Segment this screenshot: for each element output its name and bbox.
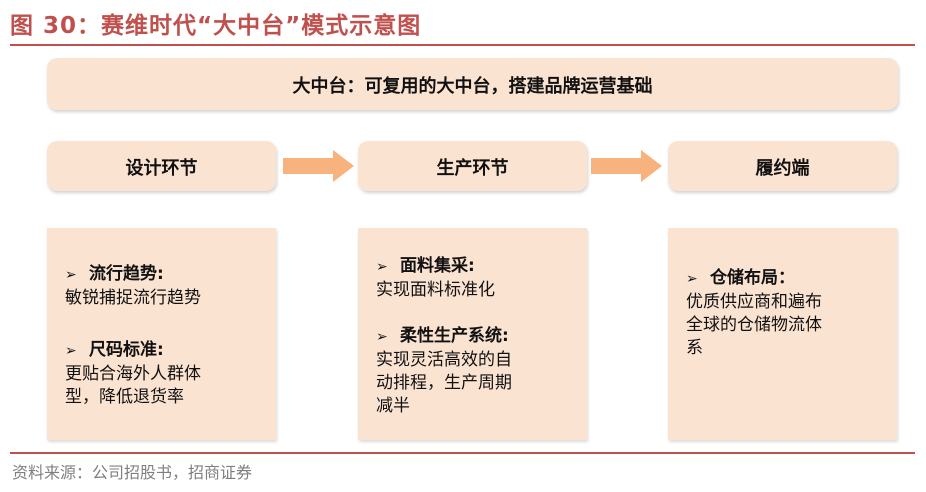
source-rule	[10, 452, 915, 454]
item-heading: 面料集采:	[400, 256, 475, 276]
detail-item: ➢ 仓储布局： 优质供应商和遍布 全球的仓储物流体 系	[686, 266, 889, 360]
item-desc-line: 系	[686, 338, 703, 358]
source-note: 资料来源：公司招股书，招商证券	[12, 463, 253, 482]
item-desc-line: 优质供应商和遍布	[686, 292, 822, 312]
middle-platform-banner: 大中台：可复用的大中台，搭建品牌运营基础	[47, 58, 898, 110]
right-arrow-icon	[283, 150, 354, 182]
figure-title: 图 30：赛维时代“大中台”模式示意图	[10, 13, 422, 39]
bullet-arrow-icon: ➢	[65, 267, 77, 283]
item-desc-line: 减半	[376, 396, 410, 416]
stage-design-label: 设计环节	[125, 158, 198, 179]
title-rule	[10, 44, 915, 46]
fulfillment-details: ➢ 仓储布局： 优质供应商和遍布 全球的仓储物流体 系	[668, 228, 897, 440]
detail-item: ➢ 柔性生产系统: 实现灵活高效的自 动排程，生产周期 减半	[376, 324, 579, 418]
item-desc-line: 实现灵活高效的自	[376, 350, 512, 370]
item-heading: 尺码标准:	[89, 340, 164, 360]
stage-fulfillment: 履约端	[668, 141, 897, 191]
bullet-arrow-icon: ➢	[376, 329, 388, 345]
detail-item: ➢ 尺码标准: 更贴合海外人群体 型，降低退货率	[65, 338, 268, 409]
banner-text: 大中台：可复用的大中台，搭建品牌运营基础	[292, 76, 653, 97]
item-heading: 流行趋势:	[89, 264, 164, 284]
item-desc-line: 型，降低退货率	[65, 387, 184, 407]
stage-fulfillment-label: 履约端	[755, 158, 810, 179]
production-details: ➢ 面料集采: 实现面料标准化 ➢ 柔性生产系统: 实现灵活高效的自 动排程，生产周…	[358, 228, 587, 440]
detail-item: ➢ 面料集采: 实现面料标准化	[376, 254, 579, 302]
item-desc-line: 全球的仓储物流体	[686, 315, 822, 335]
design-details: ➢ 流行趋势: 敏锐捕捉流行趋势 ➢ 尺码标准: 更贴合海外人群体 型，降低退货率	[47, 228, 276, 440]
item-desc-line: 动排程，生产周期	[376, 373, 512, 393]
item-desc-line: 更贴合海外人群体	[65, 364, 201, 384]
item-desc-line: 实现面料标准化	[376, 280, 495, 300]
bullet-arrow-icon: ➢	[686, 271, 698, 287]
item-heading: 柔性生产系统:	[400, 326, 509, 346]
item-heading: 仓储布局：	[710, 268, 795, 288]
stage-design: 设计环节	[47, 141, 276, 191]
detail-item: ➢ 流行趋势: 敏锐捕捉流行趋势	[65, 262, 268, 310]
right-arrow-icon	[591, 150, 662, 182]
item-desc-line: 敏锐捕捉流行趋势	[65, 288, 201, 308]
stage-production-label: 生产环节	[436, 158, 509, 179]
bullet-arrow-icon: ➢	[65, 343, 77, 359]
bullet-arrow-icon: ➢	[376, 259, 388, 275]
stage-production: 生产环节	[358, 141, 587, 191]
